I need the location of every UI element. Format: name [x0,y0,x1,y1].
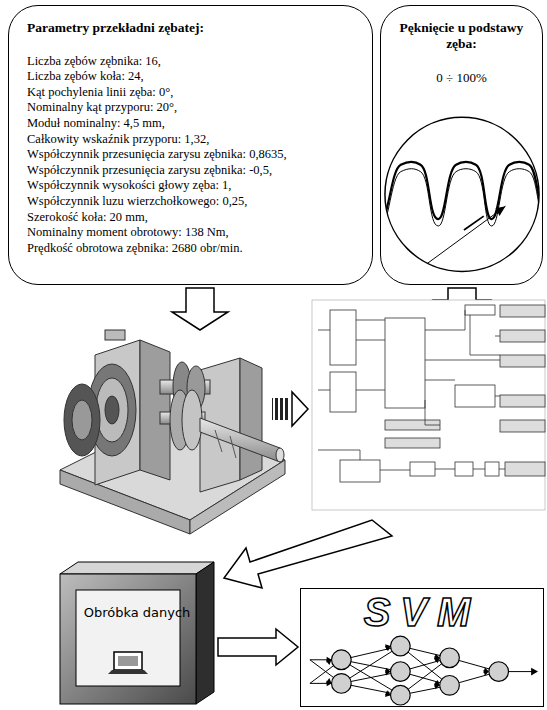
parameter-line: Współczynnik przesunięcia zarysu zębnika… [27,163,358,179]
parameter-line: Całkowity wskaźnik przyporu: 1,32, [27,132,358,148]
range-label: 0 ÷ 100% [389,70,534,86]
neuron [440,648,460,668]
parameters-panel: Parametry przekładni zębatej: Liczba zębó… [8,5,373,285]
parameter-line: Współczynnik przesunięcia zarysu zębnika… [27,147,358,163]
parameter-line: Prędkość obrotowa zębnika: 2680 obr/min. [27,241,358,257]
neuron [391,662,411,682]
crack-dimension [421,206,506,268]
neuron [332,650,352,670]
neuron [440,676,460,696]
svm-box: SVM [300,588,544,707]
flow-arrow [218,629,298,665]
parameter-line: Liczba zębów zębnika: 16, [27,54,358,70]
panel-heading: Parametry przekładni zębatej: [27,20,358,36]
box-label: Obróbka danych [82,604,192,621]
computer-icon [114,652,142,670]
crack-line [464,216,484,230]
tooth-profile [381,162,547,219]
tooth-profile [381,169,547,226]
parameter-line: Liczba zębów koła: 24, [27,69,358,85]
svm-title: SVM [360,589,485,635]
neuron [489,662,509,682]
parameter-line: Nominalny moment obrotowy: 138 Nm, [27,225,358,241]
box-3d [58,560,216,706]
gearbox-illustration [60,330,285,534]
neuron [332,674,352,694]
detail-circle [385,117,539,271]
arrowhead [496,206,506,216]
neuron [391,636,411,656]
flow-arrow [172,288,228,330]
flow-arrow [224,520,392,588]
processing-box: Obróbka danych [58,560,216,706]
crack-panel: Pęknięcie u podstawy zęba: 0 ÷ 100% [380,5,543,285]
panel-heading: Pęknięcie u podstawy zęba: [389,20,534,52]
neuron [391,685,411,705]
parameter-line: Szerokość koła: 20 mm, [27,210,358,226]
parameter-line: Kąt pochylenia linii zęba: 0°, [27,85,358,101]
parameter-line: Moduł nominalny: 4,5 mm, [27,116,358,132]
flow-arrow [272,392,308,426]
parameter-line: Współczynnik wysokości głowy zęba: 1, [27,178,358,194]
parameter-line: Współczynnik luzu wierzchołkowego: 0,25, [27,194,358,210]
label-panel [76,590,180,686]
parameter-line: Nominalny kąt przyporu: 20°, [27,100,358,116]
simulink-model [312,300,545,510]
